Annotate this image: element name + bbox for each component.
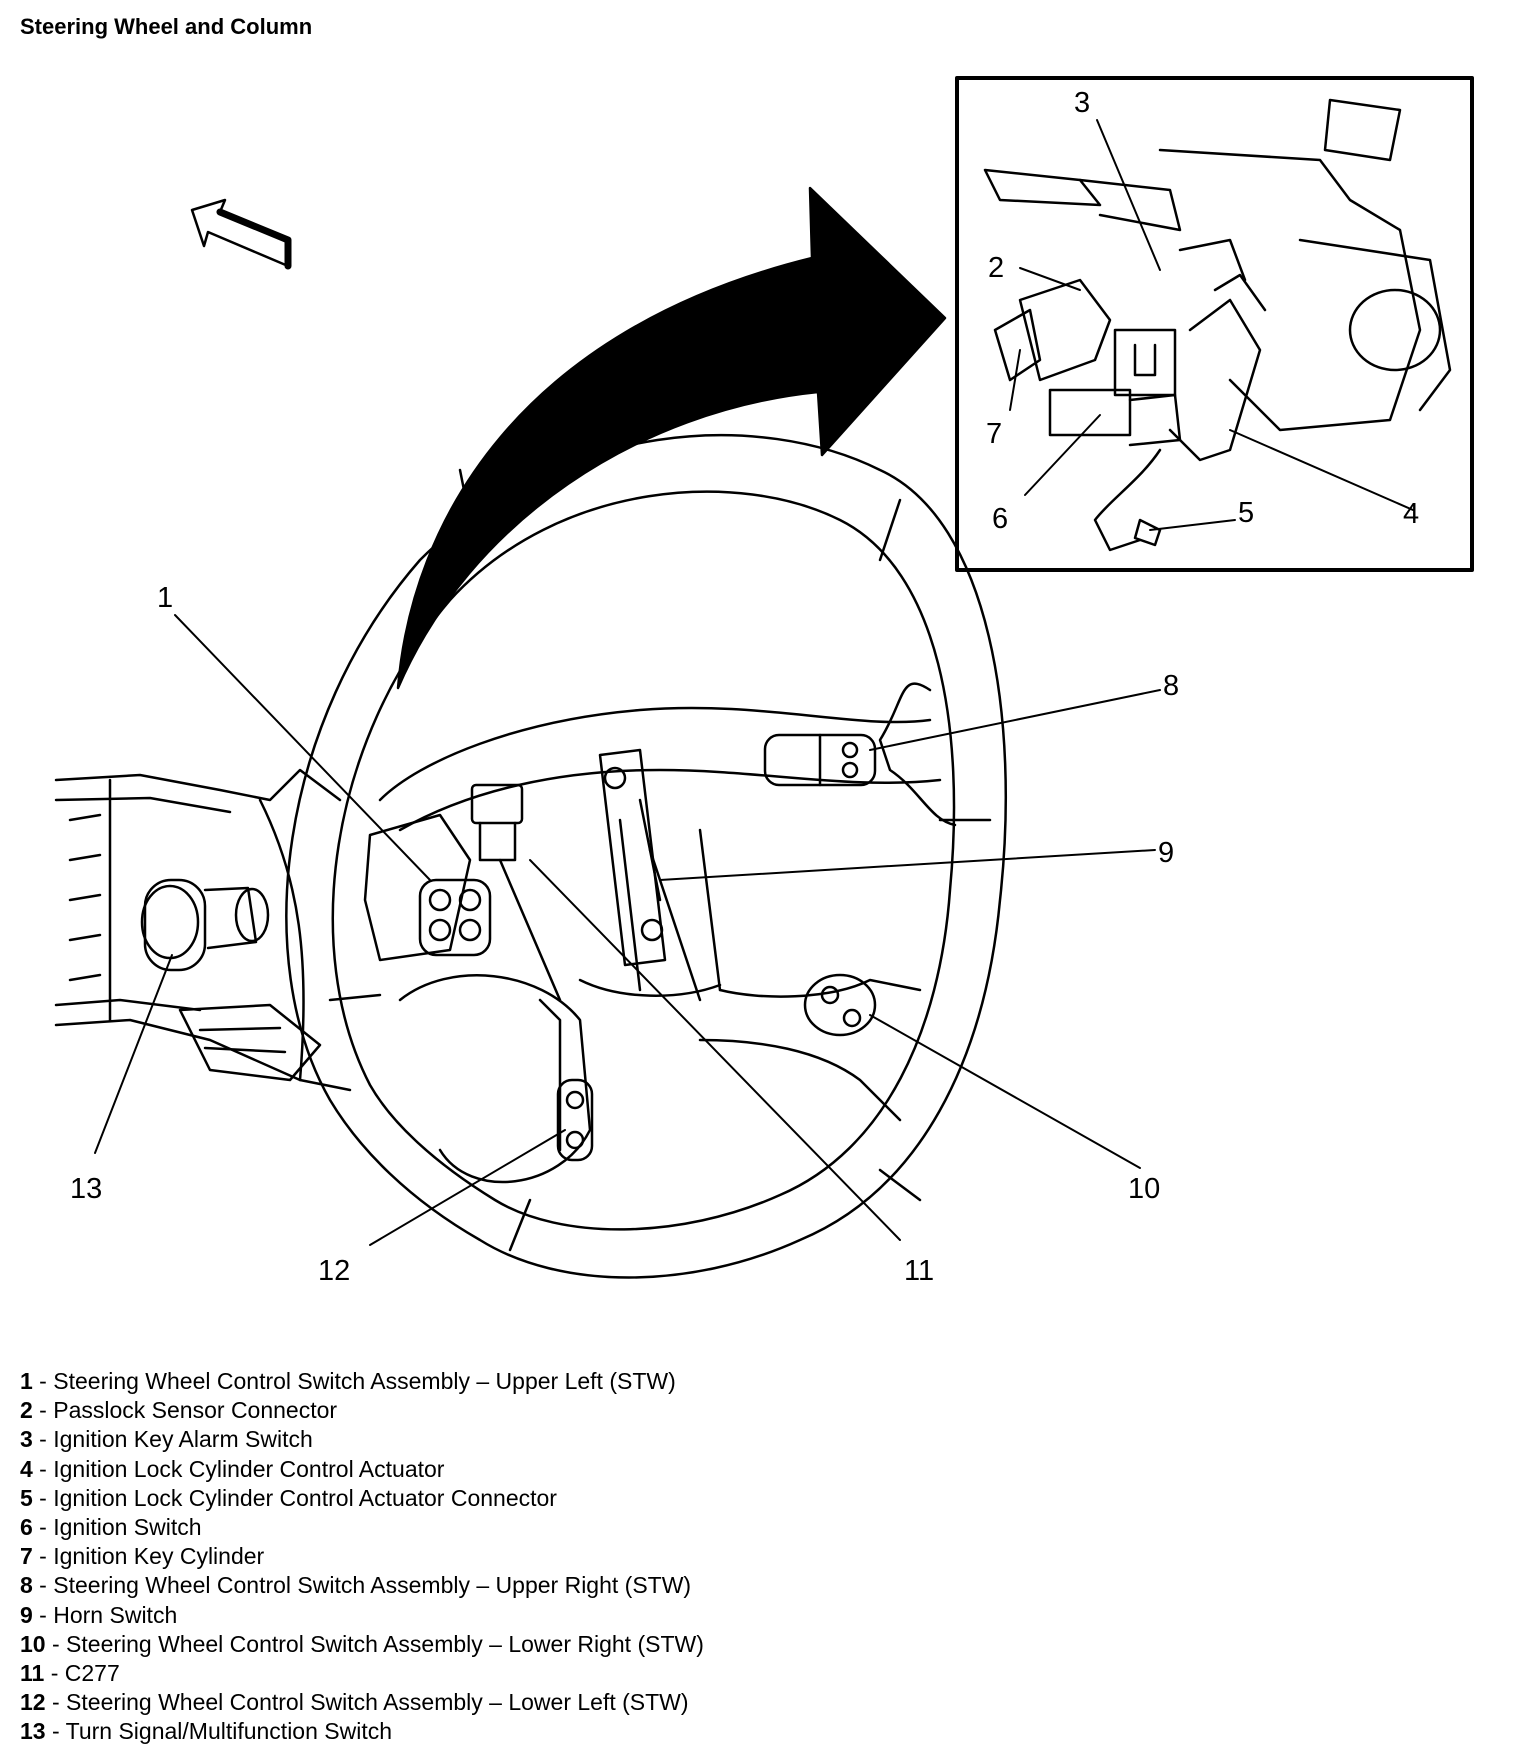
turn-signal-switch <box>140 878 270 972</box>
callout-3: 3 <box>1074 87 1090 119</box>
callout-7: 7 <box>986 418 1002 450</box>
callout-13: 13 <box>70 1173 102 1205</box>
legend-item: 5 - Ignition Lock Cylinder Control Actua… <box>20 1484 557 1511</box>
legend-item: 2 - Passlock Sensor Connector <box>20 1397 338 1424</box>
legend-item: 11 - C277 <box>20 1660 120 1687</box>
callout-1: 1 <box>157 582 173 614</box>
callout-12: 12 <box>318 1255 350 1287</box>
page-title: Steering Wheel and Column <box>20 14 313 39</box>
leader-lines <box>94 119 1414 1246</box>
steering-column <box>54 768 352 1092</box>
callout-2: 2 <box>988 252 1004 284</box>
orientation-arrow-icon <box>190 198 292 270</box>
callout-11: 11 <box>904 1255 934 1287</box>
legend-item: 8 - Steering Wheel Control Switch Assemb… <box>20 1572 692 1599</box>
horn-switch <box>598 748 667 967</box>
parts-legend: 1 - Steering Wheel Control Switch Assemb… <box>20 1367 704 1747</box>
legend-item: 10 - Steering Wheel Control Switch Assem… <box>20 1630 704 1657</box>
legend-item: 13 - Turn Signal/Multifunction Switch <box>20 1718 393 1745</box>
legend-item: 3 - Ignition Key Alarm Switch <box>20 1426 313 1453</box>
upper-right-switch <box>763 733 877 787</box>
legend-item: 12 - Steering Wheel Control Switch Assem… <box>20 1689 689 1716</box>
callout-arrow-icon <box>396 186 947 690</box>
steering-wheel-rim <box>285 433 1007 1279</box>
inset-frame <box>955 76 1474 572</box>
ignition-assembly <box>983 98 1452 552</box>
callout-4: 4 <box>1403 498 1419 530</box>
legend-item: 9 - Horn Switch <box>20 1601 178 1628</box>
callout-9: 9 <box>1158 837 1174 869</box>
callout-8: 8 <box>1163 670 1179 702</box>
c277-connector <box>470 783 524 862</box>
upper-left-switch <box>363 813 492 962</box>
callout-10: 10 <box>1128 1173 1160 1205</box>
steering-wheel-hub <box>378 682 957 1184</box>
steering-wheel-diagram: 1 2 3 4 5 6 7 8 9 10 11 12 13 <box>54 76 1474 1287</box>
legend-item: 6 - Ignition Switch <box>20 1514 202 1541</box>
callout-5: 5 <box>1238 497 1254 529</box>
legend-item: 1 - Steering Wheel Control Switch Assemb… <box>20 1368 676 1394</box>
callout-6: 6 <box>992 503 1008 535</box>
lower-right-switch <box>803 973 877 1037</box>
legend-item: 7 - Ignition Key Cylinder <box>20 1543 265 1570</box>
lower-left-switch <box>556 1078 594 1162</box>
legend-item: 4 - Ignition Lock Cylinder Control Actua… <box>20 1455 445 1482</box>
